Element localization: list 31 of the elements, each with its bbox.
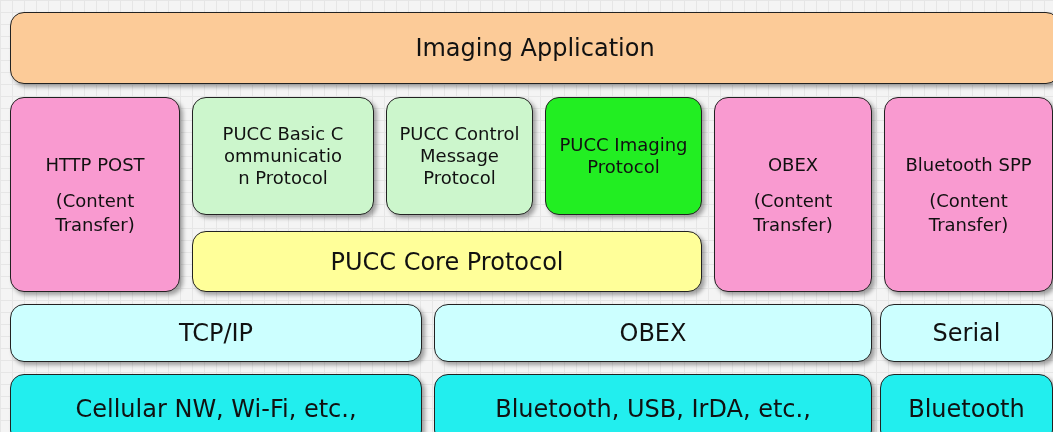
layer-label: HTTP POST <box>45 152 145 177</box>
protocol-layer-box <box>880 304 1053 362</box>
layer-label: Imaging Application <box>415 34 655 62</box>
protocol-layer-box <box>434 374 872 432</box>
layer-label: PUCC Control Message Protocol <box>398 123 521 189</box>
protocol-layer-box <box>714 97 872 292</box>
protocol-layer-box <box>434 304 872 362</box>
layer-label: TCP/IP <box>178 319 254 347</box>
protocol-layer-box <box>10 12 1053 84</box>
layer-label: Serial <box>932 319 1001 347</box>
layer-label: Bluetooth <box>908 395 1025 423</box>
protocol-layer-box <box>10 304 422 362</box>
protocol-layer-box <box>545 97 702 215</box>
protocol-layer-box <box>386 97 533 215</box>
layer-label: PUCC Imaging Protocol <box>558 134 689 178</box>
protocol-layer-box <box>884 97 1053 292</box>
protocol-layer-box <box>192 97 374 215</box>
layer-label: PUCC Core Protocol <box>330 247 564 276</box>
layer-label: (Content Transfer) <box>752 188 834 237</box>
layer-label: Cellular NW, Wi-Fi, etc., <box>75 395 357 423</box>
layer-label: OBEX <box>767 152 819 177</box>
layer-label: OBEX <box>619 319 687 347</box>
layer-label: Bluetooth SPP <box>905 152 1032 177</box>
protocol-layer-box <box>10 97 180 292</box>
protocol-layer-box <box>10 374 422 432</box>
layer-label: Bluetooth, USB, IrDA, etc., <box>495 395 811 423</box>
protocol-layer-box <box>880 374 1053 432</box>
layer-label: (Content Transfer) <box>54 188 136 237</box>
layer-label: (Content Transfer) <box>927 188 1010 237</box>
protocol-layer-box <box>192 231 702 292</box>
layer-label: PUCC Basic Communication Protocol <box>221 123 345 189</box>
